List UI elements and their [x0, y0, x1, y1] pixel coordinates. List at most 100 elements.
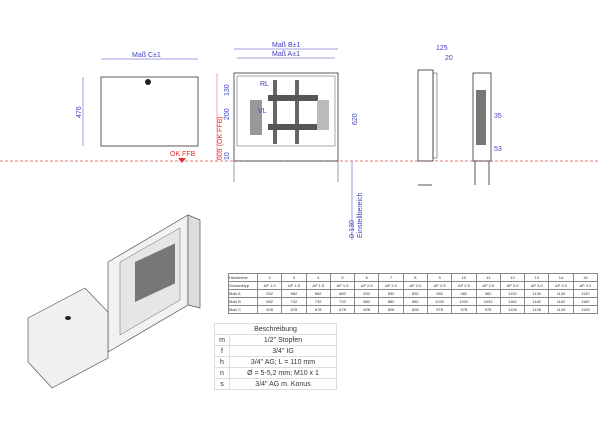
description-key: n: [214, 367, 230, 379]
dim-200: 200: [224, 108, 231, 120]
dim-mass-b: Maß B±1: [272, 42, 300, 49]
table-cell: 882: [402, 297, 428, 306]
table-cell: 882: [354, 297, 380, 306]
isometric-view: [27, 214, 201, 389]
table-cell: 1128: [499, 305, 526, 314]
table-cell: 15: [572, 273, 599, 282]
table-cell: 682: [305, 289, 331, 298]
description-value: 3/4" AG m. Konus: [229, 378, 337, 390]
description-key: s: [214, 378, 230, 390]
table-cell: 832: [354, 289, 380, 298]
dim-mass-c: Maß C±1: [132, 52, 161, 59]
table-cell: 1032: [426, 297, 453, 306]
dim-35: 35: [494, 113, 502, 120]
table-cell: 1132: [524, 289, 550, 298]
description-key: h: [214, 356, 230, 368]
table-cell: 2: [256, 273, 283, 282]
table-cell: 978: [426, 305, 453, 314]
dim-mass-a: Maß A±1: [272, 51, 300, 58]
table-cell: AP 3.0: [548, 281, 574, 290]
table-cell: 678: [329, 305, 356, 314]
description-key: f: [214, 345, 230, 357]
table-cell: Schranktyp: [228, 281, 258, 290]
dim-130: 130: [224, 84, 231, 96]
table-cell: 1128: [524, 305, 550, 314]
front-cover-view: Maß C±1 476 OK FFB: [76, 52, 199, 163]
table-cell: 528: [256, 305, 283, 314]
rl-label: RL: [260, 81, 269, 88]
table-cell: 678: [305, 305, 331, 314]
table-cell: AP 3.0: [524, 281, 550, 290]
table-cell: 3: [281, 273, 307, 282]
table-cell: 10: [451, 273, 477, 282]
table-cell: 832: [402, 289, 428, 298]
side-view: 125 20 35 53: [417, 45, 502, 186]
table-cell: AP 2.5: [426, 281, 453, 290]
dim-125: 125: [436, 45, 448, 52]
table-cell: AP 1.5: [281, 281, 307, 290]
table-cell: 1182: [499, 297, 526, 306]
table-cell: AP 2.5: [451, 281, 477, 290]
table-cell: 1132: [499, 289, 526, 298]
table-cell: 6: [354, 273, 380, 282]
table-cell: AP 2.0: [402, 281, 428, 290]
table-cell: 5: [329, 273, 356, 282]
description-title: Beschreibung: [214, 323, 337, 335]
table-cell: 11: [475, 273, 501, 282]
table-cell: 1182: [524, 297, 550, 306]
table-cell: AP 3.0: [499, 281, 526, 290]
table-cell: 14: [548, 273, 574, 282]
table-cell: 828: [378, 305, 404, 314]
table-cell: 4: [305, 273, 331, 282]
table-cell: 12: [499, 273, 526, 282]
table-cell: 982: [426, 289, 453, 298]
table-cell: 732: [281, 297, 307, 306]
vl-label: VL: [258, 108, 267, 115]
table-cell: Maß B: [228, 297, 258, 306]
table-cell: 832: [378, 289, 404, 298]
description-value: 3/4" AG; L = 110 mm: [229, 356, 337, 368]
table-cell: 1128: [548, 305, 574, 314]
table-cell: 978: [475, 305, 501, 314]
table-cell: 682: [281, 289, 307, 298]
table-cell: AP 3.0: [572, 281, 599, 290]
table-cell: AP 1.0: [256, 281, 283, 290]
table-cell: 1128: [572, 305, 599, 314]
table-cell: Maß A: [228, 289, 258, 298]
dim-20: 20: [445, 55, 453, 62]
ok-ffb-label: OK FFB: [170, 151, 196, 158]
table-cell: 9: [426, 273, 453, 282]
description-value: 3/4" IG: [229, 345, 337, 357]
description-value: 1/2" Stopfen: [229, 334, 337, 346]
table-cell: 1182: [548, 297, 574, 306]
dim-adjust: 0-130: [349, 220, 356, 238]
table-cell: 1032: [475, 297, 501, 306]
table-cell: 1182: [572, 297, 599, 306]
table-cell: AP 2.0: [378, 281, 404, 290]
table-cell: 732: [329, 297, 356, 306]
table-cell: 828: [354, 305, 380, 314]
table-cell: AP 2.5: [475, 281, 501, 290]
table-cell: AP 1.5: [329, 281, 356, 290]
table-cell: 13: [524, 273, 550, 282]
table-cell: 732: [305, 297, 331, 306]
table-cell: 7: [378, 273, 404, 282]
table-cell: AP 2.0: [354, 281, 380, 290]
table-cell: 532: [256, 289, 283, 298]
dim-53: 53: [494, 146, 502, 153]
table-cell: AP 1.5: [305, 281, 331, 290]
dim-476: 476: [76, 106, 83, 118]
